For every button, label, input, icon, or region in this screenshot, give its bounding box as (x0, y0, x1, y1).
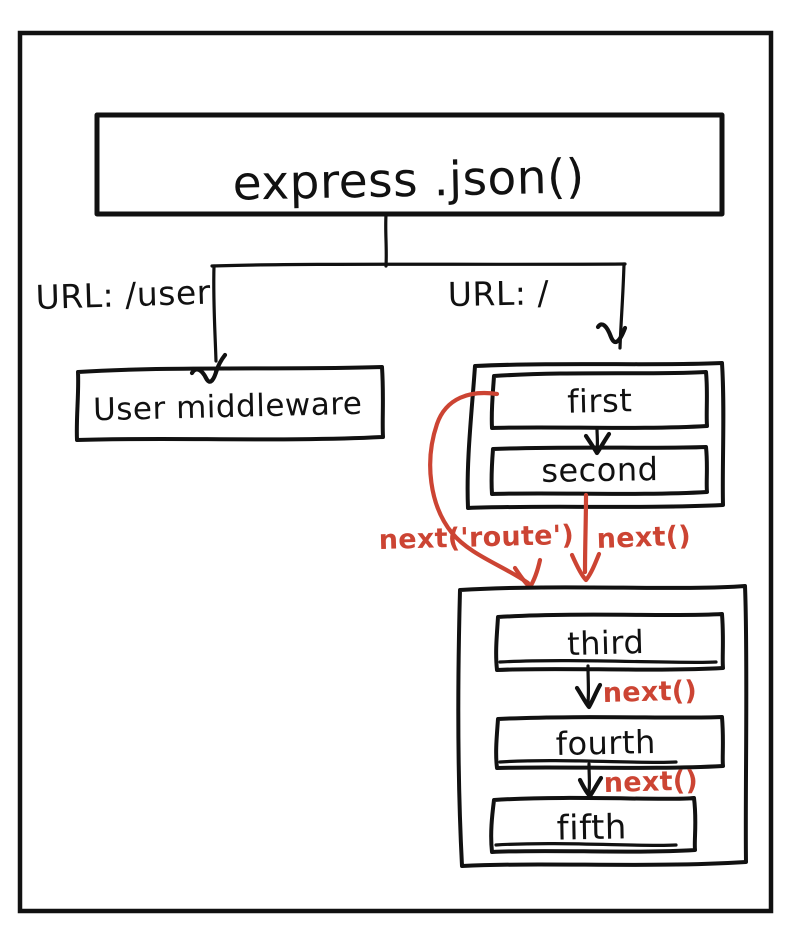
annotation-next-route-label: next('route') (378, 520, 574, 556)
route-item-first-box[interactable] (489, 370, 709, 430)
annotation-next-third-fourth-label: next() (602, 676, 697, 709)
route-item-fifth-box[interactable] (489, 795, 698, 854)
outer-frame (17, 30, 774, 914)
branch-arrow-right (595, 322, 628, 345)
route-item-third-label: third (567, 623, 645, 663)
route-item-second-label: second (541, 450, 659, 490)
express-json-box[interactable] (94, 112, 725, 217)
route-item-second-box[interactable] (489, 445, 709, 496)
branch-connector (210, 213, 627, 363)
route-item-third-box[interactable] (494, 612, 725, 672)
arrow-third-to-fourth (574, 664, 603, 710)
route-item-fifth-label: fifth (556, 807, 627, 848)
route-item-fourth-label: fourth (555, 723, 656, 763)
route-item-first-label: first (567, 381, 633, 420)
branch-label-right: URL: / (447, 273, 549, 314)
route-stack-top-container (465, 361, 726, 510)
red-arrow-next-from-second (569, 492, 602, 583)
annotation-next-from-second-label: next() (596, 521, 691, 555)
express-json-label: express .json() (232, 149, 585, 211)
branch-label-left: URL: /user (35, 273, 211, 317)
user-middleware-box[interactable] (74, 365, 385, 442)
route-stack-bottom-container (456, 584, 749, 868)
user-middleware-label: User middleware (93, 386, 363, 429)
route-item-fourth-box[interactable] (494, 715, 725, 770)
red-arrow-next-route (428, 391, 543, 590)
arrow-fourth-to-fifth (577, 762, 604, 799)
annotation-next-fourth-fifth-label: next() (603, 766, 698, 799)
